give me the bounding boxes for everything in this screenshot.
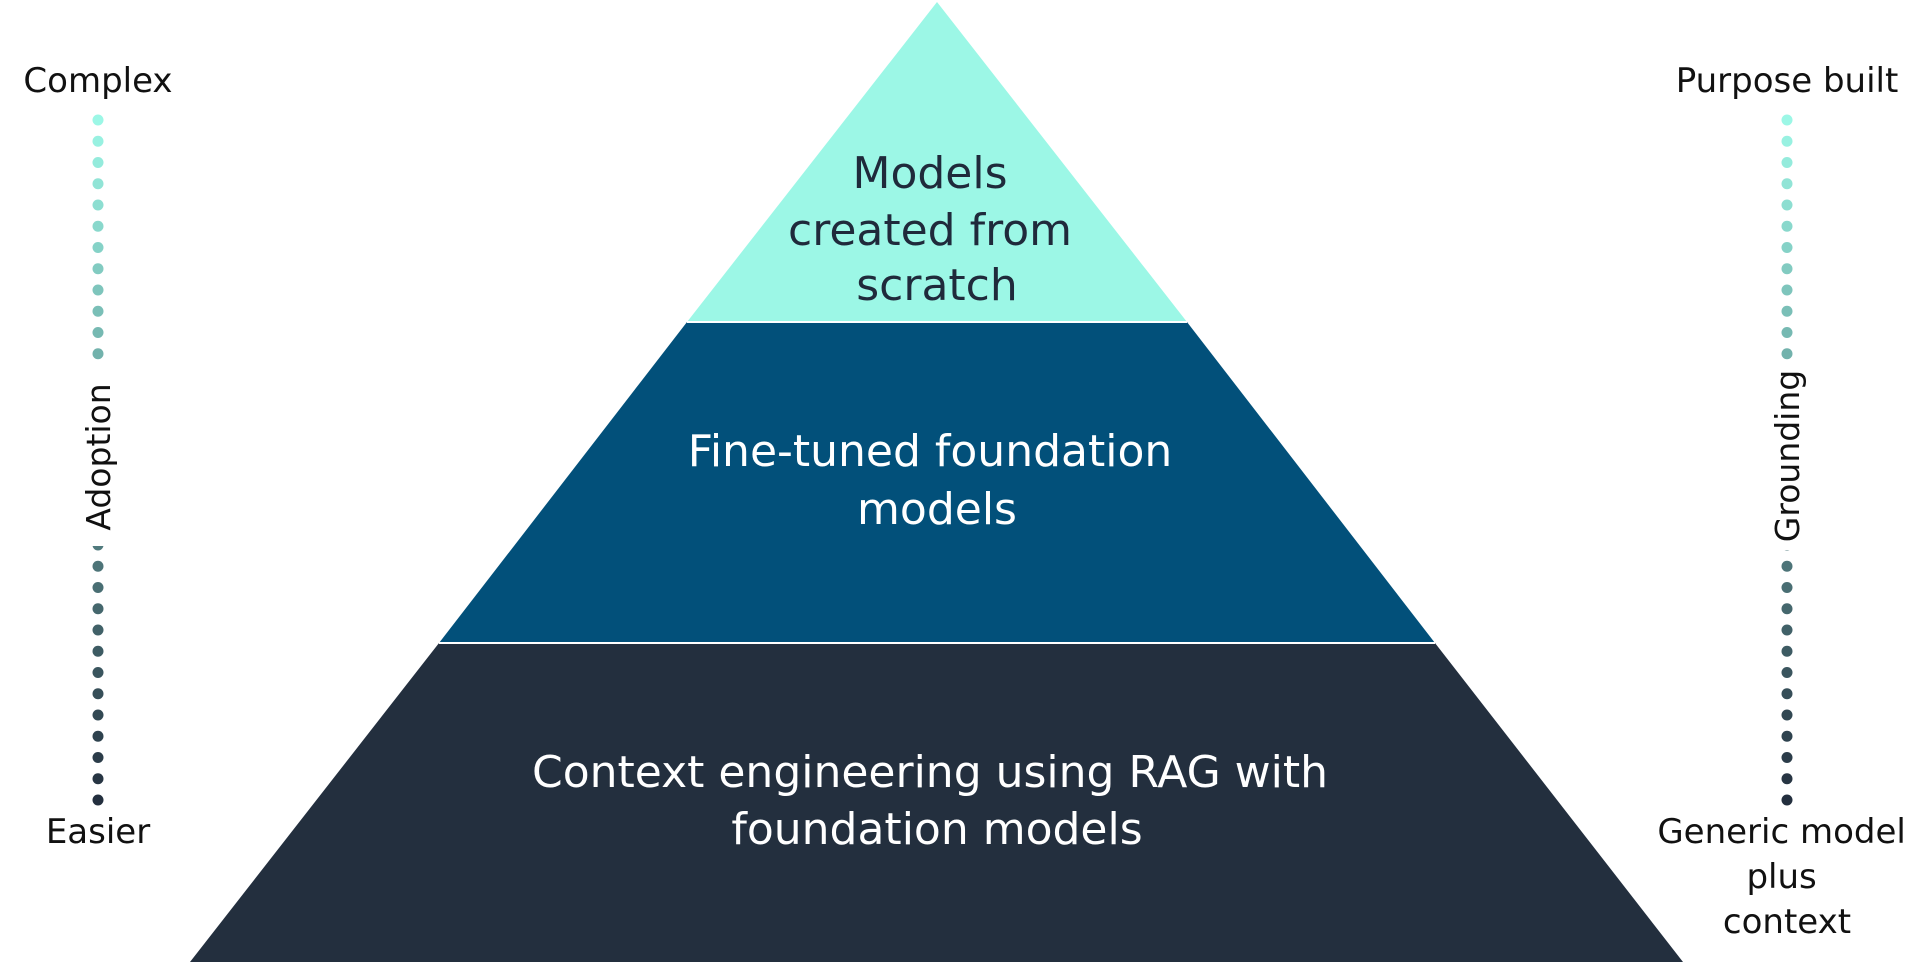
axis-dot — [92, 178, 104, 190]
axis-dot — [1781, 114, 1793, 126]
axis-dot — [92, 199, 104, 211]
axis-dot — [1781, 327, 1793, 338]
left-axis-title-backdrop — [78, 368, 118, 546]
axis-dot — [1781, 242, 1793, 253]
axis-dot — [92, 752, 104, 763]
right-axis-bottom-label: Generic model plus context — [1657, 812, 1916, 942]
pyramid-tier-middle — [439, 322, 1435, 643]
axis-dot — [1781, 135, 1793, 147]
axis-dot — [1781, 624, 1793, 636]
axis-dot — [1781, 730, 1793, 742]
axis-dot — [1781, 263, 1793, 275]
tier-middle-label-line: models — [857, 484, 1017, 535]
tier-middle-label-line: Fine-tuned foundation — [688, 426, 1173, 477]
tier-top-label-line: created from — [788, 205, 1072, 256]
axis-dot — [92, 645, 104, 657]
axis-dot — [1781, 348, 1793, 360]
axis-dot — [1781, 305, 1793, 317]
axis-dot — [1781, 582, 1793, 593]
axis-dot — [92, 709, 104, 721]
right-axis-top-label: Purpose built — [1676, 61, 1899, 101]
axis-dot — [1781, 794, 1793, 806]
axis-dot — [92, 305, 104, 317]
right-axis-title: Grounding — [1768, 370, 1807, 542]
axis-dot — [1781, 157, 1793, 168]
axis-dot — [1781, 752, 1793, 763]
axis-dot — [92, 220, 104, 232]
axis-dot — [1781, 645, 1793, 657]
axis-dot — [92, 773, 104, 785]
axis-dot — [1781, 284, 1793, 296]
right-axis-bottom-label-line: context — [1723, 902, 1851, 942]
axis-dot — [92, 242, 104, 253]
axis-dot — [92, 730, 104, 742]
axis-dot — [1781, 709, 1793, 721]
axis-dot — [92, 348, 104, 360]
axis-dot — [92, 263, 104, 275]
pyramid-tier-top — [687, 2, 1187, 322]
tier-top-label-line: Models — [852, 148, 1007, 199]
left-axis-bottom-label: Easier — [46, 812, 150, 852]
axis-dot — [1781, 560, 1793, 572]
tier-top-label: Models created from scratch — [788, 148, 1086, 311]
axis-dot — [1781, 667, 1793, 678]
axis-dot — [92, 157, 104, 168]
axis-dot — [92, 688, 104, 700]
tier-middle-label: Fine-tuned foundation models — [688, 426, 1187, 535]
axis-dot — [1781, 688, 1793, 700]
axis-dot — [1781, 773, 1793, 785]
axis-dot — [92, 624, 104, 636]
axis-dot — [92, 560, 104, 572]
pyramid-tier-bottom — [190, 643, 1683, 962]
axis-dot — [92, 794, 104, 806]
tier-bottom-label-line: Context engineering using RAG with — [532, 747, 1328, 798]
axis-dot — [1781, 603, 1793, 615]
tier-top-label-line: scratch — [856, 260, 1018, 311]
axis-dot — [92, 603, 104, 615]
axis-dot — [1781, 220, 1793, 232]
axis-dot — [92, 582, 104, 593]
tier-bottom-label: Context engineering using RAG with found… — [532, 747, 1342, 855]
axis-dot — [1781, 178, 1793, 190]
axis-dot — [92, 114, 104, 126]
axis-dot — [92, 327, 104, 338]
axis-dot — [92, 667, 104, 678]
right-axis-title-backdrop — [1767, 360, 1807, 550]
axis-dot — [1781, 199, 1793, 211]
axis-dot — [92, 284, 104, 296]
right-axis-bottom-label-line: plus — [1746, 857, 1816, 897]
left-axis-top-label: Complex — [23, 61, 172, 101]
tier-bottom-label-line: foundation models — [731, 804, 1142, 855]
right-axis-bottom-label-line: Generic model — [1657, 812, 1906, 852]
left-axis-title: Adoption — [79, 383, 118, 530]
axis-dot — [92, 135, 104, 147]
